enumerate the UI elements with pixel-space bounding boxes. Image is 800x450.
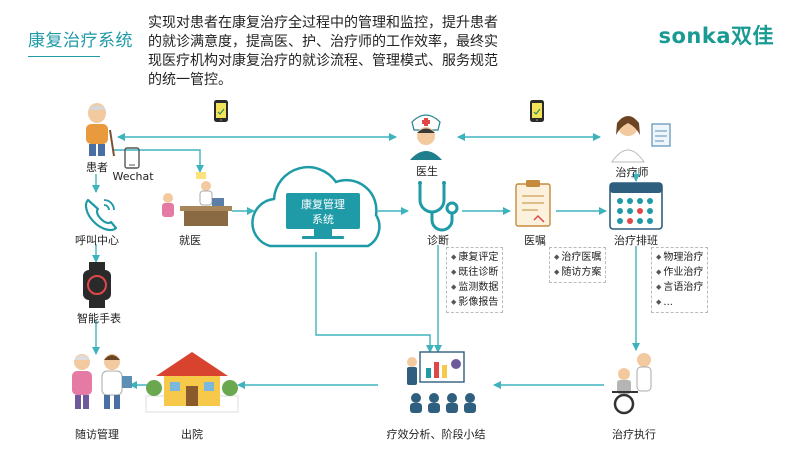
brand-logo: sonka双佳: [658, 24, 774, 48]
label-doctor: 医生: [416, 165, 438, 178]
label-schedule: 治疗排班: [614, 234, 658, 247]
label-orders: 医嘱: [524, 234, 546, 247]
intro-line: 的就诊满意度，提高医、护、治疗师的工作效率，最终实: [148, 34, 498, 50]
list-item: 作业治疗: [656, 265, 703, 280]
list-item: 既往诊断: [451, 265, 498, 280]
intro-line: 现医疗机构对康复治疗的就诊流程、管理模式、服务规范: [148, 53, 498, 69]
intro-paragraph: 实现对患者在康复治疗全过程中的管理和监控，提升患者 的就诊满意度，提高医、护、治…: [148, 14, 590, 90]
cloud-system-icon: [251, 165, 381, 248]
label-execution: 治疗执行: [612, 428, 656, 441]
mobile-phone-icon: [214, 100, 228, 122]
system-name-line: 康复管理: [301, 198, 345, 211]
label-analysis: 疗效分析、阶段小结: [386, 428, 486, 441]
list-item: 治疗医嘱: [554, 250, 601, 265]
label-patient: 患者: [86, 161, 108, 174]
wheelchair-care-icon: [612, 353, 652, 415]
medical-order-icon: [515, 180, 551, 227]
list-item: 随访方案: [554, 265, 601, 280]
list-item: 言语治疗: [656, 280, 703, 295]
label-followup: 随访管理: [75, 428, 119, 441]
label-visit: 就医: [179, 234, 201, 247]
list-item: 物理治疗: [656, 250, 703, 265]
list-item: 康复评定: [451, 250, 498, 265]
diagnosis-items-list: 康复评定 既往诊断 监测数据 影像报告: [446, 247, 504, 313]
doctor-visit-icon: [162, 172, 232, 226]
intro-line: 实现对患者在康复治疗全过程中的管理和监控，提升患者: [148, 15, 498, 31]
list-item: 影像报告: [451, 295, 498, 310]
label-diagnosis: 诊断: [427, 234, 449, 247]
smart-watch-icon: [83, 262, 111, 308]
house-icon: [145, 352, 239, 413]
mobile-phone-icon: [530, 100, 544, 122]
label-call-center: 呼叫中心: [75, 234, 119, 247]
list-item: 监测数据: [451, 280, 498, 295]
stethoscope-icon: [418, 181, 459, 232]
intro-line: 的统一管控。: [148, 72, 232, 88]
page-title: 康复治疗系统: [28, 31, 133, 51]
label-smart-watch: 智能手表: [77, 312, 121, 325]
presentation-meeting-icon: [407, 351, 476, 413]
list-item: ...: [656, 295, 703, 310]
orders-items-list: 治疗医嘱 随访方案: [549, 247, 607, 283]
therapist-icon: [611, 116, 671, 163]
label-wechat: Wechat: [112, 170, 154, 183]
followup-care-icon: [72, 354, 132, 409]
calendar-icon: [609, 182, 663, 230]
schedule-items-list: 物理治疗 作业治疗 言语治疗 ...: [651, 247, 709, 313]
label-therapist: 治疗师: [615, 166, 649, 179]
title-underline: [28, 56, 100, 57]
arrow-system-analysis: [315, 252, 434, 353]
system-name: 康复管理 系统: [290, 197, 356, 227]
doctor-icon: [410, 114, 442, 160]
system-name-line: 系统: [312, 213, 334, 226]
arrow-patient-visit: [112, 149, 204, 173]
patient-icon: [86, 103, 115, 157]
wechat-phone-icon: [124, 147, 140, 169]
phone-handset-icon: [84, 198, 118, 232]
label-discharge: 出院: [181, 428, 203, 441]
